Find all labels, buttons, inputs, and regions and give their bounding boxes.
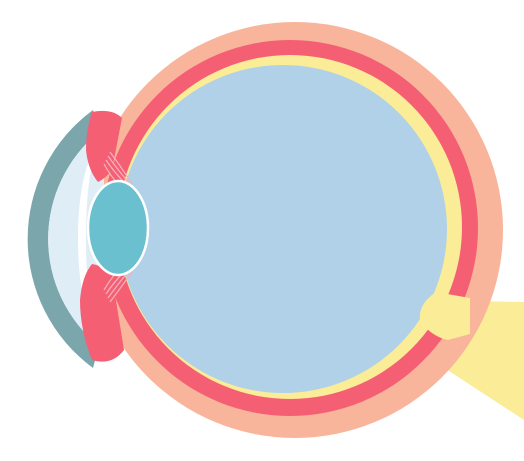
vitreous-body [119, 65, 447, 393]
lens [88, 181, 148, 275]
